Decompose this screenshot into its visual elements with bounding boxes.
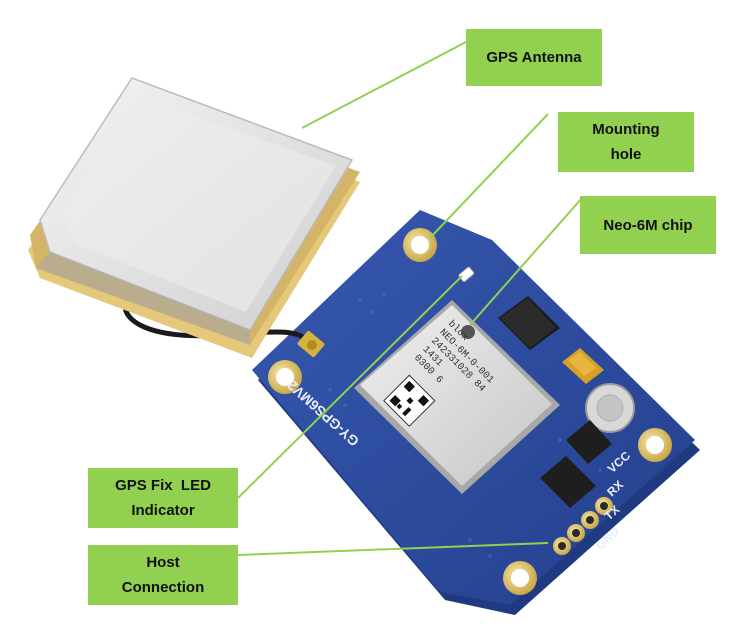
voltage-regulator bbox=[498, 296, 560, 350]
host-pins bbox=[553, 497, 613, 555]
gps-fix-led bbox=[458, 266, 475, 283]
neo-6m-chip: blox NEO-6M-0-001 242331028 84 1431 0300… bbox=[354, 300, 560, 494]
leader-led bbox=[237, 275, 463, 499]
callout-host-line2: Connection bbox=[121, 579, 205, 596]
callout-host-connection: Host Connection bbox=[88, 545, 238, 605]
callout-mounting-line2: hole bbox=[610, 146, 642, 163]
mounting-holes bbox=[268, 228, 672, 595]
callout-chip-text: Neo-6M chip bbox=[603, 216, 693, 234]
leader-host bbox=[237, 542, 549, 556]
callout-mounting-line1: Mounting bbox=[592, 121, 660, 138]
callout-led-line2: Indicator bbox=[131, 502, 195, 519]
callout-gps-fix-led: GPS Fix LED Indicator bbox=[88, 468, 238, 528]
leader-mounting bbox=[429, 113, 549, 239]
leader-chip bbox=[469, 197, 583, 326]
qr-code bbox=[383, 374, 436, 427]
callout-gps-antenna-text: GPS Antenna bbox=[486, 49, 582, 66]
callout-gps-antenna: GPS Antenna bbox=[466, 29, 602, 86]
capacitor bbox=[562, 348, 604, 384]
callout-led-line1: GPS Fix LED bbox=[115, 477, 211, 494]
leader-antenna bbox=[301, 41, 467, 129]
gps-antenna bbox=[28, 77, 360, 358]
leader-lines bbox=[237, 41, 583, 556]
backup-battery bbox=[585, 383, 635, 433]
callout-mounting-hole: Mounting hole bbox=[558, 112, 694, 172]
callout-host-line1: Host bbox=[146, 554, 180, 571]
ic-packages bbox=[540, 420, 612, 508]
callout-neo-6m-chip: Neo-6M chip bbox=[580, 196, 716, 254]
